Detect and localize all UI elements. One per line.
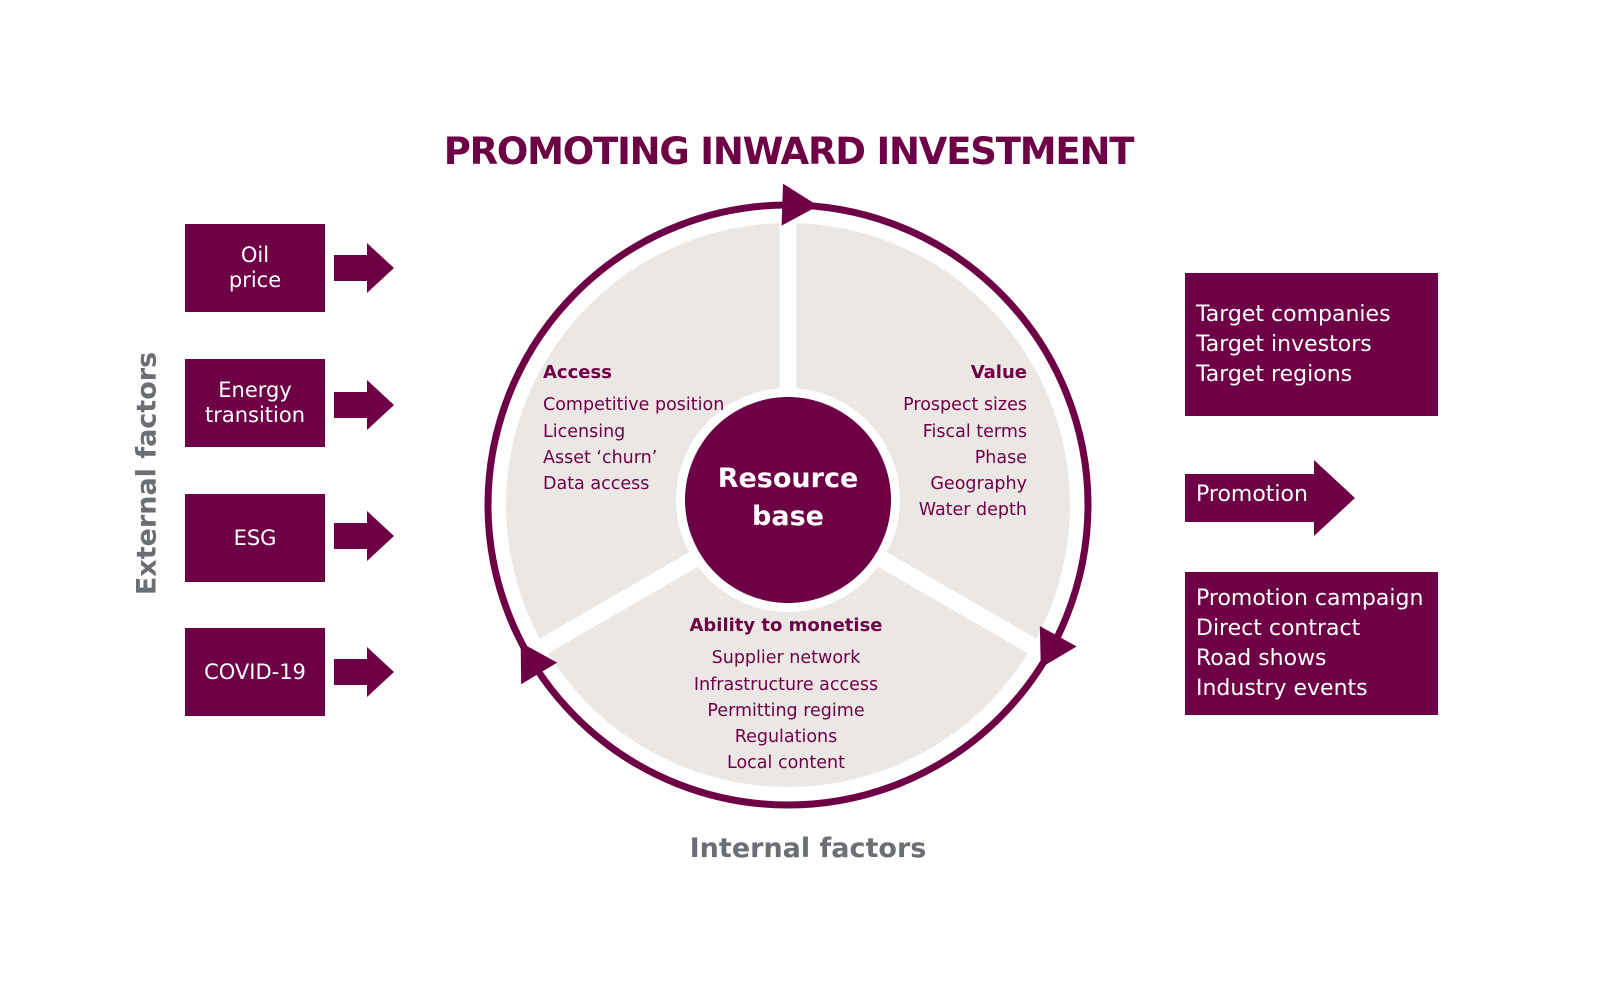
- resource-base-label: Resource base: [717, 463, 859, 532]
- segment-item: Prospect sizes: [903, 395, 1027, 416]
- segment-item: Supplier network: [711, 648, 861, 669]
- segment-item: Fiscal terms: [922, 421, 1027, 442]
- right-arrow-icon: [334, 511, 394, 561]
- segment-item: Regulations: [734, 727, 838, 748]
- right-arrow-icon: [334, 243, 394, 293]
- segment-item: Licensing: [543, 421, 626, 442]
- segment-item: Permitting regime: [707, 700, 865, 721]
- segment-access: Access Competitive position Licensing As…: [543, 360, 724, 497]
- segment-heading-monetise: Ability to monetise: [689, 615, 883, 636]
- segment-heading-value: Value: [970, 362, 1027, 383]
- factor-box-covid-19: COVID-19: [185, 628, 325, 716]
- activity-item: Promotion campaign: [1196, 585, 1424, 611]
- factor-box-oil-price: Oil price: [185, 224, 325, 312]
- promotion-arrow-icon: [1185, 460, 1355, 536]
- segment-ability-to-monetise: Ability to monetise Supplier network Inf…: [636, 613, 936, 777]
- target-item: Target investors: [1196, 331, 1372, 357]
- segment-item: Infrastructure access: [693, 674, 879, 695]
- segment-item: Phase: [974, 447, 1027, 468]
- segment-item: Competitive position: [543, 395, 725, 416]
- segment-item: Water depth: [918, 500, 1027, 521]
- segment-item: Local content: [727, 753, 845, 774]
- target-item: Target regions: [1196, 361, 1353, 387]
- cycle-arrowhead-top-icon: [781, 183, 819, 226]
- activity-item: Industry events: [1196, 675, 1368, 701]
- divider-lower-right: [861, 542, 1046, 659]
- right-arrow-icon: [334, 380, 394, 430]
- right-arrow-icon: [334, 647, 394, 697]
- targets-box: Target companies Target investors Target…: [1185, 273, 1438, 416]
- segment-heading-access: Access: [543, 362, 612, 383]
- segment-item: Data access: [543, 474, 650, 495]
- cycle-arrowhead-right-icon: [1039, 626, 1077, 668]
- divider-lower-left: [530, 542, 715, 659]
- factor-box-energy-transition: Energy transition: [185, 359, 325, 447]
- segment-item: Asset ‘churn’: [543, 447, 658, 468]
- promotion-label: Promotion: [1196, 482, 1308, 507]
- activity-item: Direct contract: [1196, 615, 1361, 641]
- activities-box: Promotion campaign Direct contract Road …: [1185, 572, 1438, 715]
- resource-base-circle: [685, 397, 891, 603]
- cycle-arrowhead-left-icon: [520, 642, 558, 685]
- factor-box-esg: ESG: [185, 494, 325, 582]
- internal-factors-label: Internal factors: [689, 833, 927, 864]
- activity-item: Road shows: [1196, 645, 1327, 671]
- segment-item: Geography: [930, 474, 1027, 495]
- target-item: Target companies: [1196, 301, 1391, 327]
- diagram-title: PROMOTING INWARD INVESTMENT: [443, 130, 1135, 173]
- segment-value: Value Prospect sizes Fiscal terms Phase …: [827, 360, 1027, 524]
